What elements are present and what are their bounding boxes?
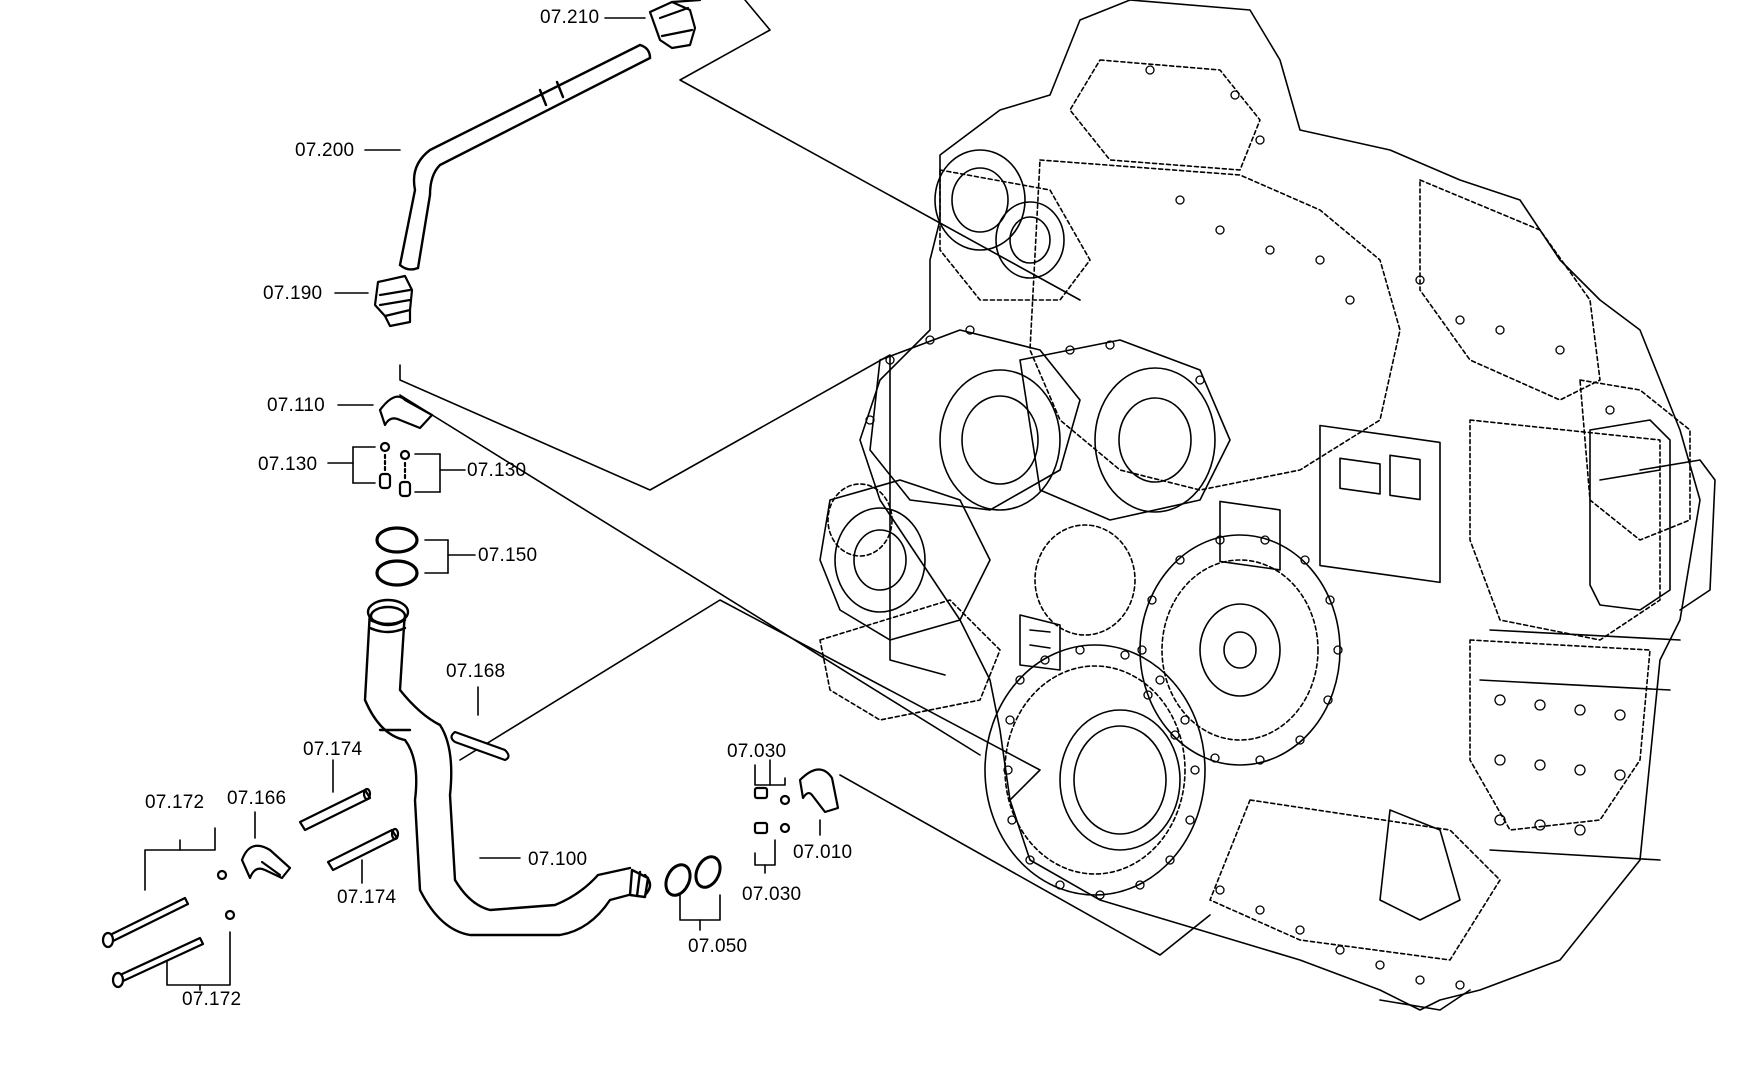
callout-07-172-top: 07.172 [145,792,205,813]
callout-07-174-bottom: 07.174 [337,887,397,908]
part-07-030-screws [753,786,791,835]
part-07-130-screws [378,441,412,498]
part-07-150-orings [375,526,419,587]
callout-07-210: 07.210 [540,7,600,28]
callout-07-150: 07.150 [478,545,538,566]
part-07-190-fitting [373,274,414,328]
part-07-174-sleeves [298,787,400,872]
callout-07-166: 07.166 [227,788,287,809]
transmission-housing [819,0,1716,1011]
callout-07-110: 07.110 [267,395,325,416]
callout-leaders [144,17,821,991]
part-07-200-hose [398,43,652,271]
callout-07-010: 07.010 [793,842,853,863]
callout-07-050: 07.050 [688,936,748,957]
assembly-leader-lines [399,0,1211,956]
part-07-168-strap [450,730,510,762]
part-07-210-fitting [648,0,702,50]
part-07-110-clamp [378,395,434,430]
callout-07-168: 07.168 [446,661,506,682]
callout-07-030-top: 07.030 [727,741,787,762]
part-07-166-clamp [240,844,292,880]
callout-07-200: 07.200 [295,140,355,161]
callout-07-172-bottom: 07.172 [182,989,242,1010]
callout-07-190: 07.190 [263,283,323,304]
part-07-010-clamp [798,768,840,814]
part-07-100-pipe [363,598,652,937]
callout-07-130-left: 07.130 [258,454,318,475]
callout-07-100: 07.100 [528,849,588,870]
callout-07-030-bottom: 07.030 [742,884,802,905]
part-07-050-orings [664,855,722,897]
callout-07-174-top: 07.174 [303,739,363,760]
callout-07-130-right: 07.130 [467,460,527,481]
part-07-172-bolts [101,869,236,989]
